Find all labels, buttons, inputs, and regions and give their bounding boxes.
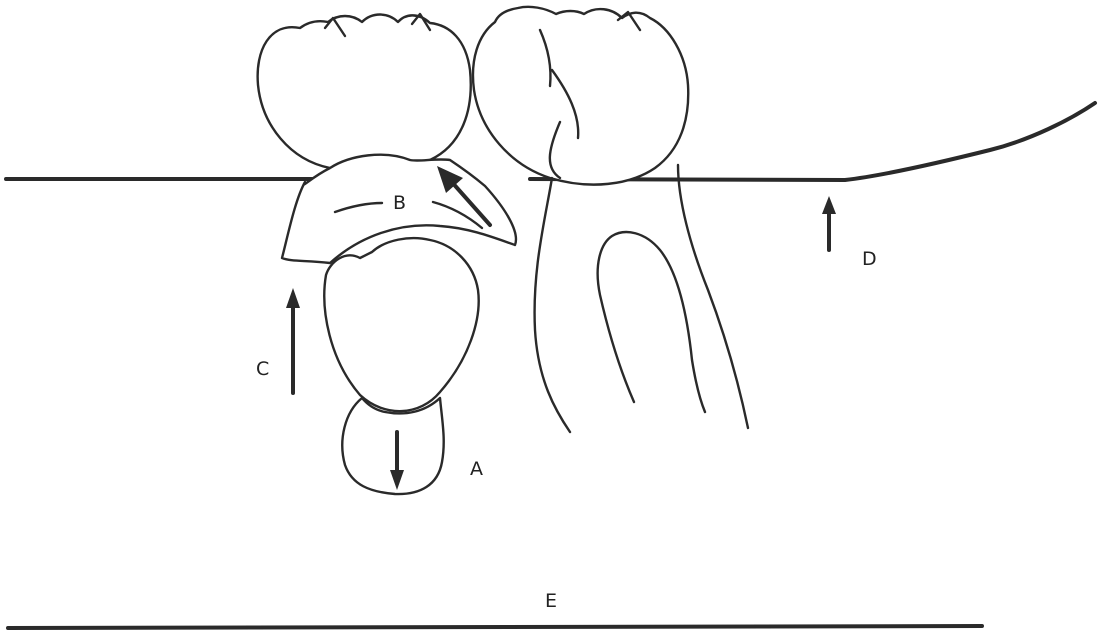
adjacent-molar-crown [473,7,688,185]
molar-root-outer-left [535,178,570,432]
arrow-c [286,288,300,393]
arrow-d [822,196,836,250]
label-c: C [256,360,269,379]
tooth-bud [324,238,478,411]
molar-root-outer-right [678,165,748,428]
left-crown [258,15,471,170]
molar-root-inner [598,232,705,412]
dental-follicle [342,398,443,494]
baseline-e [8,626,982,628]
label-b: B [393,194,406,213]
label-a: A [470,460,483,479]
label-d: D [862,250,877,269]
label-e: E [545,592,557,611]
